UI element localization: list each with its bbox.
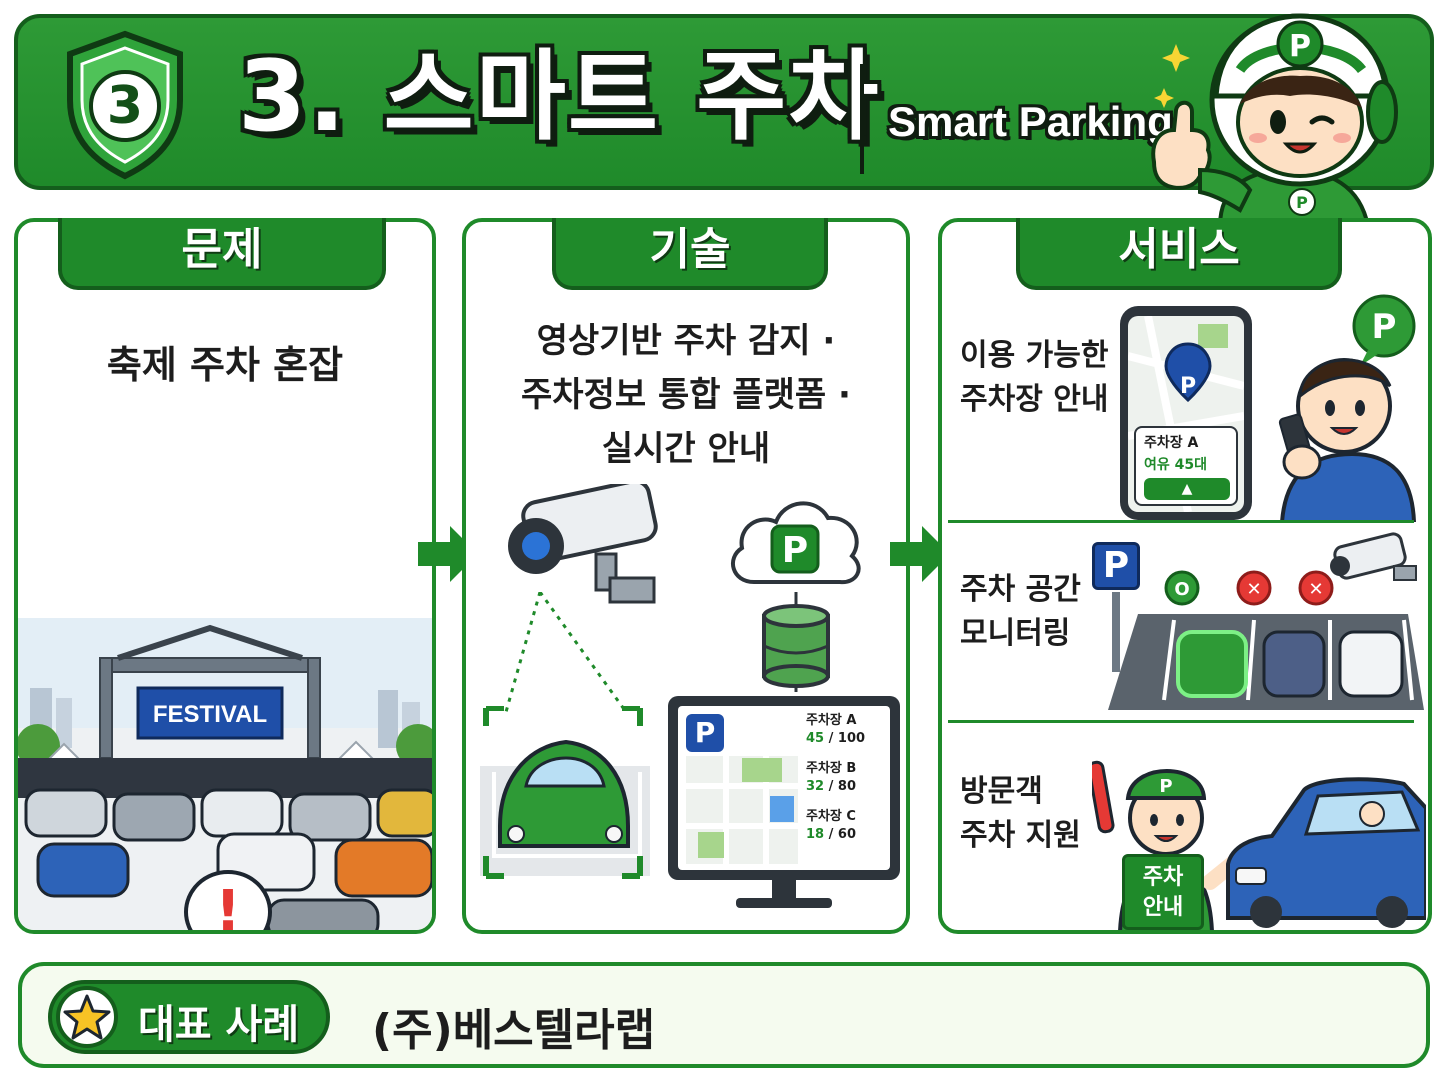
company-name: (주)베스텔라랩: [372, 1005, 656, 1056]
lot-status-item: 주차장 C 18 / 60: [806, 808, 888, 844]
phone-info-card: 주차장 A 여유 45대 ▲: [1134, 426, 1238, 506]
user-with-phone-illustration: P: [1278, 294, 1417, 522]
page-subtitle: Smart Parking: [888, 98, 1173, 145]
festival-traffic-illustration: FESTIVAL !: [18, 618, 432, 934]
service-panel: 이용 가능한 주차장 안내 P 주차장 A 여유 45대 ▲ P: [938, 218, 1432, 934]
cloud-icon: P: [731, 501, 861, 585]
lot-total: / 80: [828, 779, 856, 794]
available-marker-icon: [1164, 570, 1200, 606]
parking-spaces-illustration: O ✕ ✕: [1108, 532, 1424, 710]
header-banner: 3 3. 스마트 주차 Smart Parking: [14, 14, 1434, 190]
mascot-illustration: P P: [1140, 0, 1430, 228]
representative-case-label: 대표 사례: [48, 980, 330, 1054]
phone-pin-letter: P: [1179, 374, 1197, 399]
monitor-base: [736, 898, 832, 908]
shield-number: 3: [106, 76, 144, 136]
map-pin-icon: [1164, 342, 1212, 403]
traffic-baton-icon: [1092, 760, 1115, 834]
lot-total: / 60: [828, 827, 856, 842]
service-item-visitor-support: 방문객 주차 지원 P 주차 안내: [942, 722, 1428, 930]
phone-screen: P 주차장 A 여유 45대 ▲: [1128, 316, 1244, 512]
bubble-letter: P: [1372, 307, 1397, 347]
footer-label: 대표 사례: [138, 1002, 300, 1048]
cap-letter: P: [1159, 776, 1172, 797]
phone-illustration: P 주차장 A 여유 45대 ▲: [1120, 306, 1252, 520]
star-badge: [56, 986, 118, 1048]
sign-pole: [1112, 592, 1120, 672]
helmet-letter: P: [1289, 29, 1311, 64]
map-icon: [686, 756, 798, 864]
camera-view-lines: [504, 592, 628, 713]
detected-car-illustration: [480, 706, 650, 879]
lot-status-item: 주차장 B 32 / 80: [806, 760, 888, 796]
status-mark: ✕: [1246, 579, 1261, 600]
occupied-marker-icon: [1298, 570, 1334, 606]
technology-panel: 영상기반 주차 감지 · 주차정보 통합 플랫폼 · 실시간 안내 P: [462, 218, 910, 934]
lot-available: 45: [806, 731, 825, 746]
status-mark: ✕: [1308, 579, 1323, 600]
service-item-text: 이용 가능한 주차장 안내: [960, 338, 1109, 417]
service-item-space-monitoring: 주차 공간 모니터링 P O ✕ ✕: [942, 522, 1428, 722]
status-mark: O: [1174, 579, 1189, 600]
problem-title: 축제 주차 혼잡: [106, 343, 344, 387]
navigate-up-icon: ▲: [1144, 478, 1230, 500]
lot-status-item: 주차장 A 45 / 100: [806, 712, 888, 748]
problem-panel: 축제 주차 혼잡 FESTIVAL: [14, 218, 436, 934]
service-item-text: 방문객 주차 지원: [960, 774, 1081, 853]
worried-person-illustration: [28, 922, 248, 934]
phone-card-value: 여유 45대: [1144, 457, 1207, 473]
lot-total: / 100: [828, 731, 866, 746]
sparkle-icon: [1154, 88, 1174, 108]
sparkle-icon: [1162, 44, 1190, 72]
shield-icon: [67, 30, 183, 180]
parking-bubble-icon: [1352, 294, 1416, 358]
lot-status-list: 주차장 A 45 / 100 주차장 B 32 / 80 주차장 C 18 / …: [806, 712, 888, 844]
festival-banner-text: FESTIVAL: [153, 701, 267, 728]
tab-problem: 문제: [58, 218, 386, 290]
cloud-letter: P: [782, 530, 808, 571]
monitor-p-sign: P: [686, 714, 724, 752]
monitor-stand: [772, 880, 796, 900]
guide-sign: 주차 안내: [1122, 854, 1204, 930]
blue-car-illustration: [1226, 777, 1426, 928]
star-icon: [63, 994, 111, 1040]
service-item-text: 주차 공간 모니터링: [960, 572, 1081, 651]
alert-mark: !: [215, 879, 241, 934]
page-title: 3. 스마트 주차: [238, 40, 881, 154]
monitor-display: P 주차장 A 45 / 100 주차장 B 32 / 80 주차장 C: [678, 706, 890, 870]
footer-case-bar: 대표 사례 (주)베스텔라랩: [18, 962, 1430, 1068]
lot-name: 주차장 A: [806, 713, 857, 728]
arrow-right-icon: [890, 526, 950, 582]
database-icon: [762, 592, 830, 692]
lot-name: 주차장 C: [806, 809, 856, 824]
service-divider: [948, 720, 1414, 723]
parking-sign-icon: P: [1092, 542, 1140, 590]
shield-badge: 3: [64, 30, 186, 180]
lot-name: 주차장 B: [806, 761, 857, 776]
tab-service: 서비스: [1016, 218, 1342, 290]
monitor-screen: P 주차장 A 45 / 100 주차장 B 32 / 80 주차장 C: [668, 696, 900, 880]
technology-title-line-3: 실시간 안내: [601, 429, 771, 469]
cctv-camera-icon: [508, 484, 658, 604]
tab-technology: 기술: [552, 218, 828, 290]
technology-title-line-2: 주차정보 통합 플랫폼 ·: [521, 375, 851, 415]
title-divider: [860, 64, 864, 174]
lot-available: 32: [806, 779, 825, 794]
technology-title-line-1: 영상기반 주차 감지 ·: [536, 321, 836, 361]
technology-title: 영상기반 주차 감지 · 주차정보 통합 플랫폼 · 실시간 안내: [466, 314, 906, 476]
occupied-marker-icon: [1236, 570, 1272, 606]
svg-text:P: P: [1296, 193, 1308, 212]
phone-card-title: 주차장 A: [1144, 435, 1199, 451]
thumbs-up-icon: [1151, 100, 1212, 190]
service-item-parking-guide: 이용 가능한 주차장 안내 P 주차장 A 여유 45대 ▲ P: [942, 294, 1428, 522]
lot-available: 18: [806, 827, 825, 842]
service-divider: [948, 520, 1414, 523]
